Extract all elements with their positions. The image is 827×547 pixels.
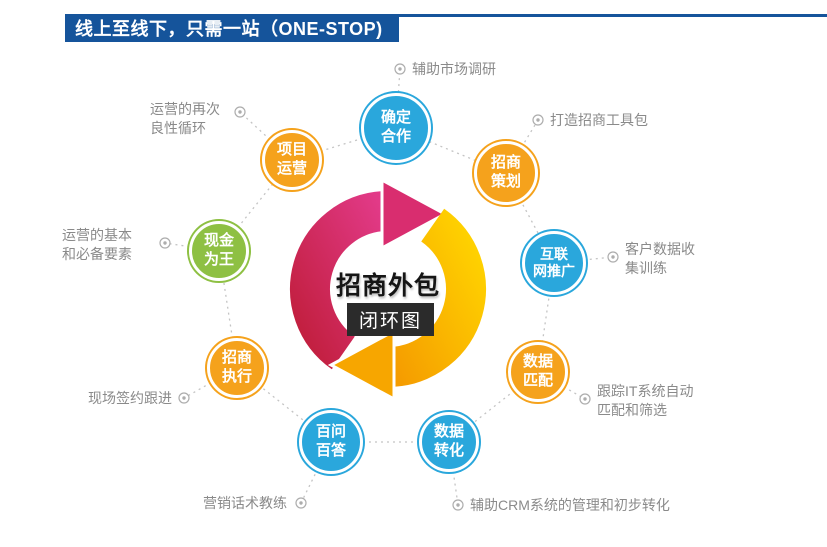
bullet-icon [607,251,619,263]
node-label: 项目 [276,141,307,159]
bullet-icon [159,237,171,249]
diagram-subtitle-badge: 闭环图 [347,303,435,336]
annotation-operation-cycle: 运营的再次 良性循环 [150,101,220,136]
node-label: 网推广 [533,263,575,279]
pink-arrow-icon [290,177,449,370]
annotation-crm-conversion: 辅助CRM系统的管理和初步转化 [470,497,670,513]
bullet-icons [159,63,619,511]
node-data-conversion: 数据 转化 [419,412,479,472]
node-label: 百答 [315,442,346,459]
bullet-icon [178,392,190,404]
header-rule [65,14,827,17]
node-label: 数据 [522,353,553,371]
annotation-it-matching: 跟踪IT系统自动 匹配和筛选 [597,383,694,418]
page-title-text: 线上至线下，只需一站（ONE-STOP) [75,19,383,39]
node-label: 执行 [221,368,252,385]
cycle-arrows-graphic [283,172,493,412]
bullet-icon [579,393,591,405]
annotation-customer-data: 客户数据收 集训练 [625,241,695,276]
annotation-market-research: 辅助市场调研 [412,61,496,77]
bullet-icon [234,106,246,118]
page-title: 线上至线下，只需一站（ONE-STOP) [65,14,399,42]
bullet-icon [452,499,464,511]
yellow-arrow-icon [327,208,486,402]
node-label: 策划 [490,173,521,190]
node-label: 现金 [203,232,234,250]
node-label: 合作 [380,128,411,145]
node-qa: 百问 百答 [299,410,363,474]
node-confirm-cooperation: 确定 合作 [361,93,431,163]
node-investment-planning: 招商 策划 [474,141,538,205]
node-data-matching: 数据 匹配 [508,342,568,402]
node-label: 招商 [221,349,252,367]
node-label: 招商 [490,154,521,172]
node-label: 转化 [433,442,464,459]
annotation-onsite-signing: 现场签约跟进 [88,390,172,406]
diagram-title: 招商外包 [335,272,440,300]
node-label: 百问 [315,423,346,441]
node-project-operation: 项目 运营 [262,130,322,190]
node-label: 为王 [203,251,234,268]
node-label: 确定 [380,109,411,127]
node-label: 数据 [433,423,464,441]
node-internet-promotion: 互联 网推广 [522,231,586,295]
node-label: 互联 [540,245,568,262]
node-label: 匹配 [522,372,553,389]
annotation-toolkit: 打造招商工具包 [550,112,648,128]
node-label: 运营 [276,160,307,177]
annotation-sales-script: 营销话术教练 [203,495,287,511]
bullet-icon [532,114,544,126]
annotation-operation-basics: 运营的基本 和必备要素 [62,227,132,262]
bullet-icon [394,63,406,75]
node-cash-is-king: 现金 为王 [189,221,249,281]
node-investment-execution: 招商 执行 [207,338,267,398]
bullet-icon [295,497,307,509]
